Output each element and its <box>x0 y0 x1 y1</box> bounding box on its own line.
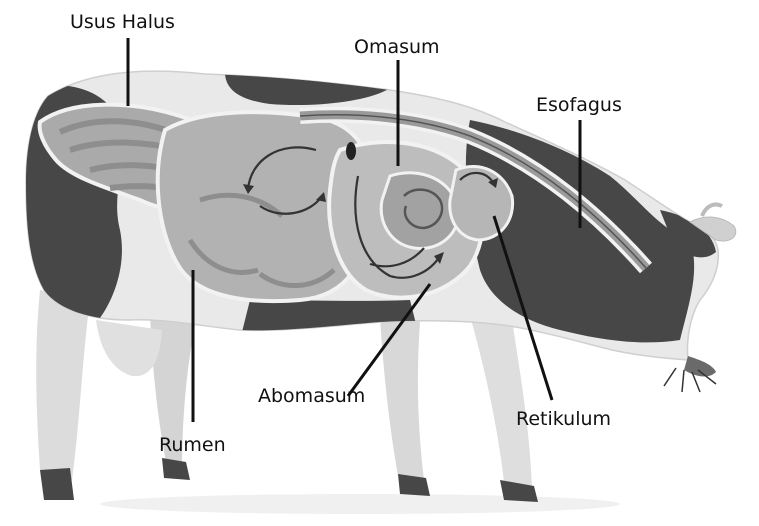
label-abomasum: Abomasum <box>258 385 365 407</box>
label-retikulum: Retikulum <box>516 408 611 430</box>
label-usus-halus: Usus Halus <box>70 11 175 33</box>
organ-opening <box>346 142 356 160</box>
ground-shadow <box>100 494 620 514</box>
label-esofagus: Esofagus <box>536 94 622 116</box>
label-omasum: Omasum <box>354 36 440 58</box>
label-rumen: Rumen <box>159 434 226 456</box>
